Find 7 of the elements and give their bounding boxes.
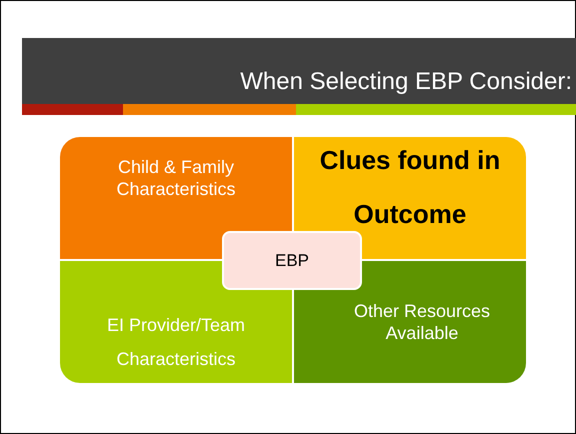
node-label: EBP — [274, 250, 310, 272]
node-label: Child & Family Characteristics — [115, 156, 237, 200]
node-label: Clues found in Outcome — [318, 144, 502, 231]
node-label: Other Resources Available — [352, 300, 492, 344]
slide-title: When Selecting EBP Consider: — [240, 68, 572, 96]
center-box — [222, 231, 362, 290]
node-label: EI Provider/Team Characteristics — [106, 314, 246, 371]
